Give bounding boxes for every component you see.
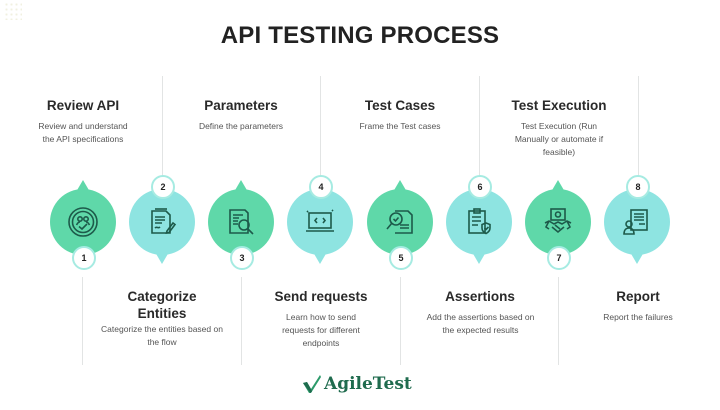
step-5-text: Test Cases Frame the Test cases xyxy=(335,97,465,133)
step-description: Frame the Test cases xyxy=(359,121,441,131)
step-description: Review and understand the API specificat… xyxy=(38,121,128,144)
divider-line xyxy=(82,277,83,365)
magnifier-document-icon xyxy=(386,210,413,234)
divider-line xyxy=(400,277,401,365)
step-number-badge: 4 xyxy=(309,175,333,199)
divider-line xyxy=(241,277,242,365)
step-title: Test Execution xyxy=(511,98,607,113)
step-description: Test Execution (Run Manually or automate… xyxy=(514,121,604,157)
clipboard-shield-icon xyxy=(468,208,491,235)
logo-text: AgileTest xyxy=(324,374,412,394)
step-1-bubble xyxy=(50,180,116,255)
step-7-text: Test Execution Test Execution (Run Manua… xyxy=(494,97,624,159)
step-title: Parameters xyxy=(204,98,278,113)
step-description: Define the parameters xyxy=(198,121,284,131)
document-search-icon xyxy=(229,209,254,235)
step-title: Test Cases xyxy=(364,98,436,113)
divider-line xyxy=(320,76,321,180)
page-title: API TESTING PROCESS xyxy=(220,22,500,49)
document-edit-icon xyxy=(151,208,177,235)
step-number-badge: 8 xyxy=(626,175,650,199)
agiletest-logo: AgileTest xyxy=(302,372,412,396)
step-number-badge: 3 xyxy=(230,246,254,270)
step-1-text: Review API Review and understand the API… xyxy=(18,97,148,146)
step-6-text: Assertions Add the assertions based on t… xyxy=(415,288,545,337)
step-description: Report the failures xyxy=(603,312,673,322)
bubble-pointer xyxy=(551,180,565,192)
bubble-pointer xyxy=(234,180,248,192)
step-description: Add the assertions based on the expected… xyxy=(426,312,535,335)
step-8-bubble xyxy=(604,189,670,264)
step-5-bubble xyxy=(367,180,433,255)
report-user-icon xyxy=(623,209,648,235)
bubble-pointer xyxy=(472,252,486,264)
step-2-text: Categorize Entities Categorize the entit… xyxy=(97,288,227,349)
step-number-badge: 7 xyxy=(547,246,571,270)
step-number-badge: 6 xyxy=(468,175,492,199)
laptop-code-icon xyxy=(306,209,334,232)
step-2-bubble xyxy=(129,189,195,264)
divider-line xyxy=(638,76,639,180)
step-7-bubble xyxy=(525,180,591,255)
bubble-pointer xyxy=(76,180,90,192)
divider-line xyxy=(162,76,163,180)
step-4-bubble xyxy=(287,189,353,264)
step-title: Report xyxy=(616,289,660,304)
bubble-pointer xyxy=(313,252,327,264)
step-4-text: Send requests Learn how to send requests… xyxy=(256,288,386,350)
bubble-pointer xyxy=(155,252,169,264)
step-description: Learn how to send requests for different… xyxy=(282,312,360,348)
step-3-bubble xyxy=(208,180,274,255)
step-title: Send requests xyxy=(274,289,368,304)
step-number-badge: 1 xyxy=(72,246,96,270)
step-8-text: Report Report the failures xyxy=(573,288,703,324)
step-description: Categorize the entities based on the flo… xyxy=(101,324,223,347)
checkmark-logo-icon xyxy=(303,375,321,393)
bubble-pointer xyxy=(393,180,407,192)
step-number-badge: 5 xyxy=(389,246,413,270)
decorative-dots xyxy=(4,2,22,20)
step-title: Assertions xyxy=(445,289,515,304)
divider-line xyxy=(558,277,559,365)
step-3-text: Parameters Define the parameters xyxy=(176,97,306,133)
step-title: Categorize Entities xyxy=(127,289,197,321)
bubble-pointer xyxy=(630,252,644,264)
step-title: Review API xyxy=(46,98,120,113)
handshake-icon xyxy=(544,208,572,234)
divider-line xyxy=(479,76,480,180)
review-api-icon xyxy=(68,207,98,237)
step-number-badge: 2 xyxy=(151,175,175,199)
step-6-bubble xyxy=(446,189,512,264)
